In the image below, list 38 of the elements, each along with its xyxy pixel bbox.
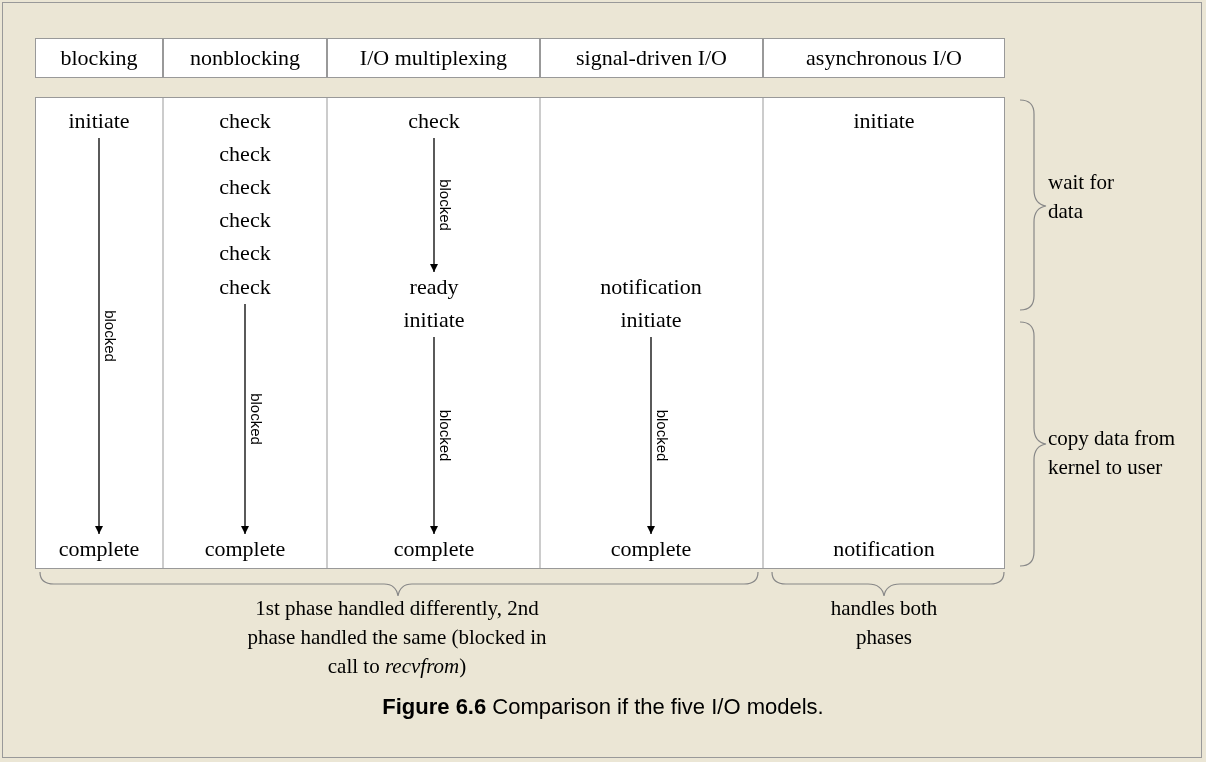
step-text: notification [600,274,702,300]
step-text: initiate [68,108,130,134]
step-text: complete [393,536,475,562]
column-header: nonblocking [163,38,327,78]
step-text: complete [610,536,692,562]
edge-label: blocked [102,310,119,362]
column-header: asynchronous I/O [763,38,1005,78]
step-text: initiate [403,307,465,333]
column-header: signal-driven I/O [540,38,763,78]
arrow [430,137,438,273]
step-text: complete [204,536,286,562]
edge-label: blocked [248,393,265,445]
note-text: 1st phase handled differently, 2nd phase handled the same (blocked in call to recvfrom) [247,595,547,680]
arrow [647,336,655,535]
column-header: blocking [35,38,163,78]
step-text: ready [409,274,459,300]
column-header: I/O multiplexing [327,38,540,78]
step-text: check [219,207,271,233]
step-text: check [219,274,271,300]
edge-label: blocked [437,409,454,462]
arrow [430,336,438,535]
edge-label: blocked [654,409,671,462]
arrow [95,137,103,535]
note-text: copy data from kernel to user [1048,425,1177,481]
step-text: initiate [853,108,915,134]
step-text: check [219,108,271,134]
step-text: check [219,240,271,266]
edge-label: blocked [437,179,454,231]
step-text: notification [833,536,935,562]
note-text: wait for data [1048,169,1115,225]
step-text: complete [58,536,140,562]
arrow [241,303,249,535]
step-text: initiate [620,307,682,333]
note-text: handles both phases [829,595,939,651]
step-text: check [408,108,460,134]
figure-caption: Figure 6.6 Comparison if the five I/O models. [382,694,824,720]
step-text: check [219,174,271,200]
step-text: check [219,141,271,167]
